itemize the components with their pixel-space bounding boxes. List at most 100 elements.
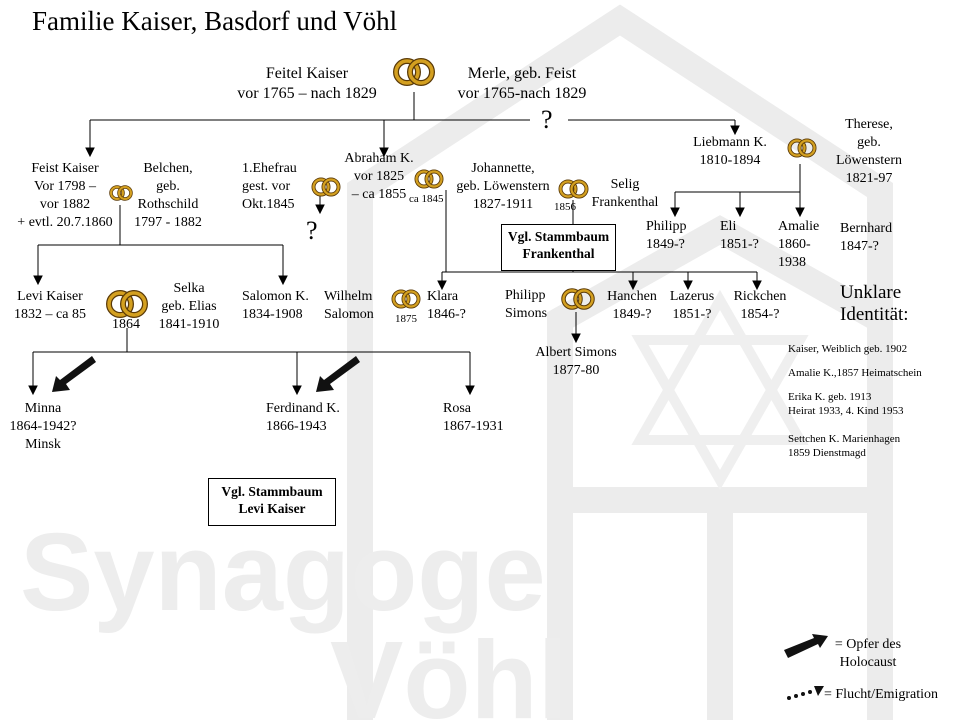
selka-l2: geb. Elias: [161, 299, 217, 314]
unclear-item-4-l1: Settchen K. Marienhagen: [788, 433, 901, 445]
feist-l1: Feist Kaiser: [31, 161, 99, 176]
person-klara: Klara 1846-?: [427, 288, 466, 324]
legend-victim-l1: = Opfer des: [834, 637, 902, 652]
frankenthal-box-l1: Vgl. Stammbaum: [507, 229, 610, 244]
wedding-rings-icon: [311, 177, 341, 197]
albert-l2: 1877-80: [552, 363, 600, 378]
merle-name: Merle, geb. Feist: [467, 65, 577, 82]
lazerus-l1: Lazerus: [669, 289, 715, 304]
frankenthal-box: Vgl. Stammbaum Frankenthal: [501, 224, 616, 271]
ehefrau-l3: Okt.1845: [242, 197, 295, 212]
bernhard-l1: Bernhard: [840, 221, 893, 236]
person-minna: Minna 1864-1942? Minsk: [0, 400, 86, 454]
person-wilhelm: Wilhelm Salomon: [324, 288, 374, 324]
watermark-line2: Vöhl: [330, 619, 568, 720]
wedding-rings-icon: [391, 289, 421, 309]
person-selka: Selka geb. Elias 1841-1910: [150, 280, 228, 334]
person-selig: Selig Frankenthal: [586, 176, 664, 212]
salomon-l2: 1834-1908: [242, 307, 303, 322]
watermark-line1: Synagoge: [20, 511, 546, 634]
therese-l3: Löwenstern: [835, 153, 903, 168]
unclear-item: Settchen K. Marienhagen 1859 Dienstmagd: [788, 432, 900, 460]
person-liebmann: Liebmann K. 1810-1894: [680, 134, 780, 170]
wedding-rings-icon: [558, 179, 589, 199]
person-therese: Therese, geb. Löwenstern 1821-97: [826, 116, 912, 188]
legend-flight-arrow-icon: [787, 686, 824, 700]
legend-victim-arrow-icon: [784, 634, 828, 658]
unclear-item-3-l2: Heirat 1933, 4. Kind 1953: [788, 405, 904, 417]
wedding-rings-icon: [787, 138, 817, 158]
feitel-dates: vor 1765 – nach 1829: [237, 85, 377, 102]
wilhelm-l2: Salomon: [324, 307, 374, 322]
legend-victim: = Opfer des Holocaust: [828, 636, 908, 672]
wedding-rings-icon: [414, 169, 444, 189]
unclear-item-4-l2: 1859 Dienstmagd: [788, 447, 866, 459]
eli-l1: Eli: [720, 219, 737, 234]
levi-marriage: 1864: [112, 317, 140, 332]
feist-l4: + evtl. 20.7.1860: [17, 215, 113, 230]
belchen-l4: 1797 - 1882: [134, 215, 202, 230]
person-abraham: Abraham K. vor 1825 – ca 1855: [336, 150, 422, 204]
person-johannette: Johannette, geb. Löwenstern 1827-1911: [452, 160, 554, 214]
person-merle: Merle, geb. Feist vor 1765-nach 1829: [440, 64, 604, 104]
holocaust-victim-arrow-icon: [52, 356, 96, 392]
bernhard-l2: 1847-?: [840, 239, 879, 254]
lazerus-l2: 1851-?: [672, 307, 712, 322]
levi-box-l2: Levi Kaiser: [238, 501, 306, 516]
klara-l1: Klara: [427, 289, 459, 304]
feist-l3: vor 1882: [39, 197, 91, 212]
legend-victim-l2: Holocaust: [839, 655, 897, 670]
amalie-l1: Amalie: [778, 219, 820, 234]
wedding-rings-icon: [561, 288, 595, 310]
person-bernhard: Bernhard 1847-?: [840, 220, 892, 256]
abraham-l2: vor 1825: [353, 169, 405, 184]
ehefrau-l2: gest. vor: [242, 179, 291, 194]
unclear-item-1-l1: Kaiser, Weiblich geb. 1902: [788, 343, 908, 355]
ferdinand-l2: 1866-1943: [266, 419, 327, 434]
wedding-rings-icon: [109, 185, 133, 201]
minna-l2: 1864-1942?: [9, 419, 77, 434]
levi-l2: 1832 – ca 85: [14, 307, 86, 322]
person-feist: Feist Kaiser Vor 1798 – vor 1882 + evtl.…: [6, 160, 124, 232]
ehefrau-l1: 1.Ehefrau: [242, 161, 297, 176]
unclear-item-2-l1: Amalie K.,1857 Heimatschein: [788, 367, 922, 379]
albert-l1: Albert Simons: [535, 345, 617, 360]
question-mark: ?: [306, 216, 318, 245]
person-ehefrau: 1.Ehefrau gest. vor Okt.1845: [242, 160, 297, 214]
amalie-l3: 1938: [778, 255, 806, 270]
johannette-l2: geb. Löwenstern: [456, 179, 550, 194]
frankenthal-box-l2: Frankenthal: [522, 246, 595, 261]
person-rickchen: Rickchen 1854-?: [728, 288, 792, 324]
page-title: Familie Kaiser, Basdorf und Vöhl: [32, 6, 398, 36]
selka-l1: Selka: [173, 281, 205, 296]
unclear-heading: Unklare Identität:: [840, 282, 909, 326]
philipp-simons-l1: Philipp: [505, 288, 546, 303]
minna-l3: Minsk: [25, 437, 61, 452]
person-philipp-simons: Philipp Simons: [505, 287, 547, 323]
unclear-item: Amalie K.,1857 Heimatschein: [788, 366, 922, 380]
unclear-heading-l2: Identität:: [840, 304, 909, 325]
belchen-l2: geb.: [156, 179, 180, 194]
person-lazerus: Lazerus 1851-?: [664, 288, 720, 324]
liebmann-l2: 1810-1894: [699, 153, 761, 168]
hanchen-l2: 1849-?: [612, 307, 652, 322]
person-ferdinand: Ferdinand K. 1866-1943: [266, 400, 340, 436]
klara-l2: 1846-?: [427, 307, 466, 322]
levi-kaiser-box: Vgl. Stammbaum Levi Kaiser: [208, 478, 336, 526]
levi-box-l1: Vgl. Stammbaum: [221, 484, 323, 499]
person-levi: Levi Kaiser 1832 – ca 85: [6, 288, 94, 324]
person-salomon: Salomon K. 1834-1908: [242, 288, 309, 324]
selig-l2: Frankenthal: [591, 195, 659, 210]
question-mark: ?: [541, 105, 553, 134]
unclear-heading-l1: Unklare: [840, 282, 902, 303]
merle-dates: vor 1765-nach 1829: [457, 85, 587, 102]
selig-l1: Selig: [610, 177, 640, 192]
person-hanchen: Hanchen 1849-?: [602, 288, 662, 324]
philipp-simons-l2: Simons: [505, 306, 548, 321]
feist-l2: Vor 1798 –: [34, 179, 96, 194]
wilhelm-marriage: 1875: [395, 313, 417, 325]
amalie-l2: 1860-: [778, 237, 811, 252]
abraham-l3: – ca 1855: [351, 187, 407, 202]
